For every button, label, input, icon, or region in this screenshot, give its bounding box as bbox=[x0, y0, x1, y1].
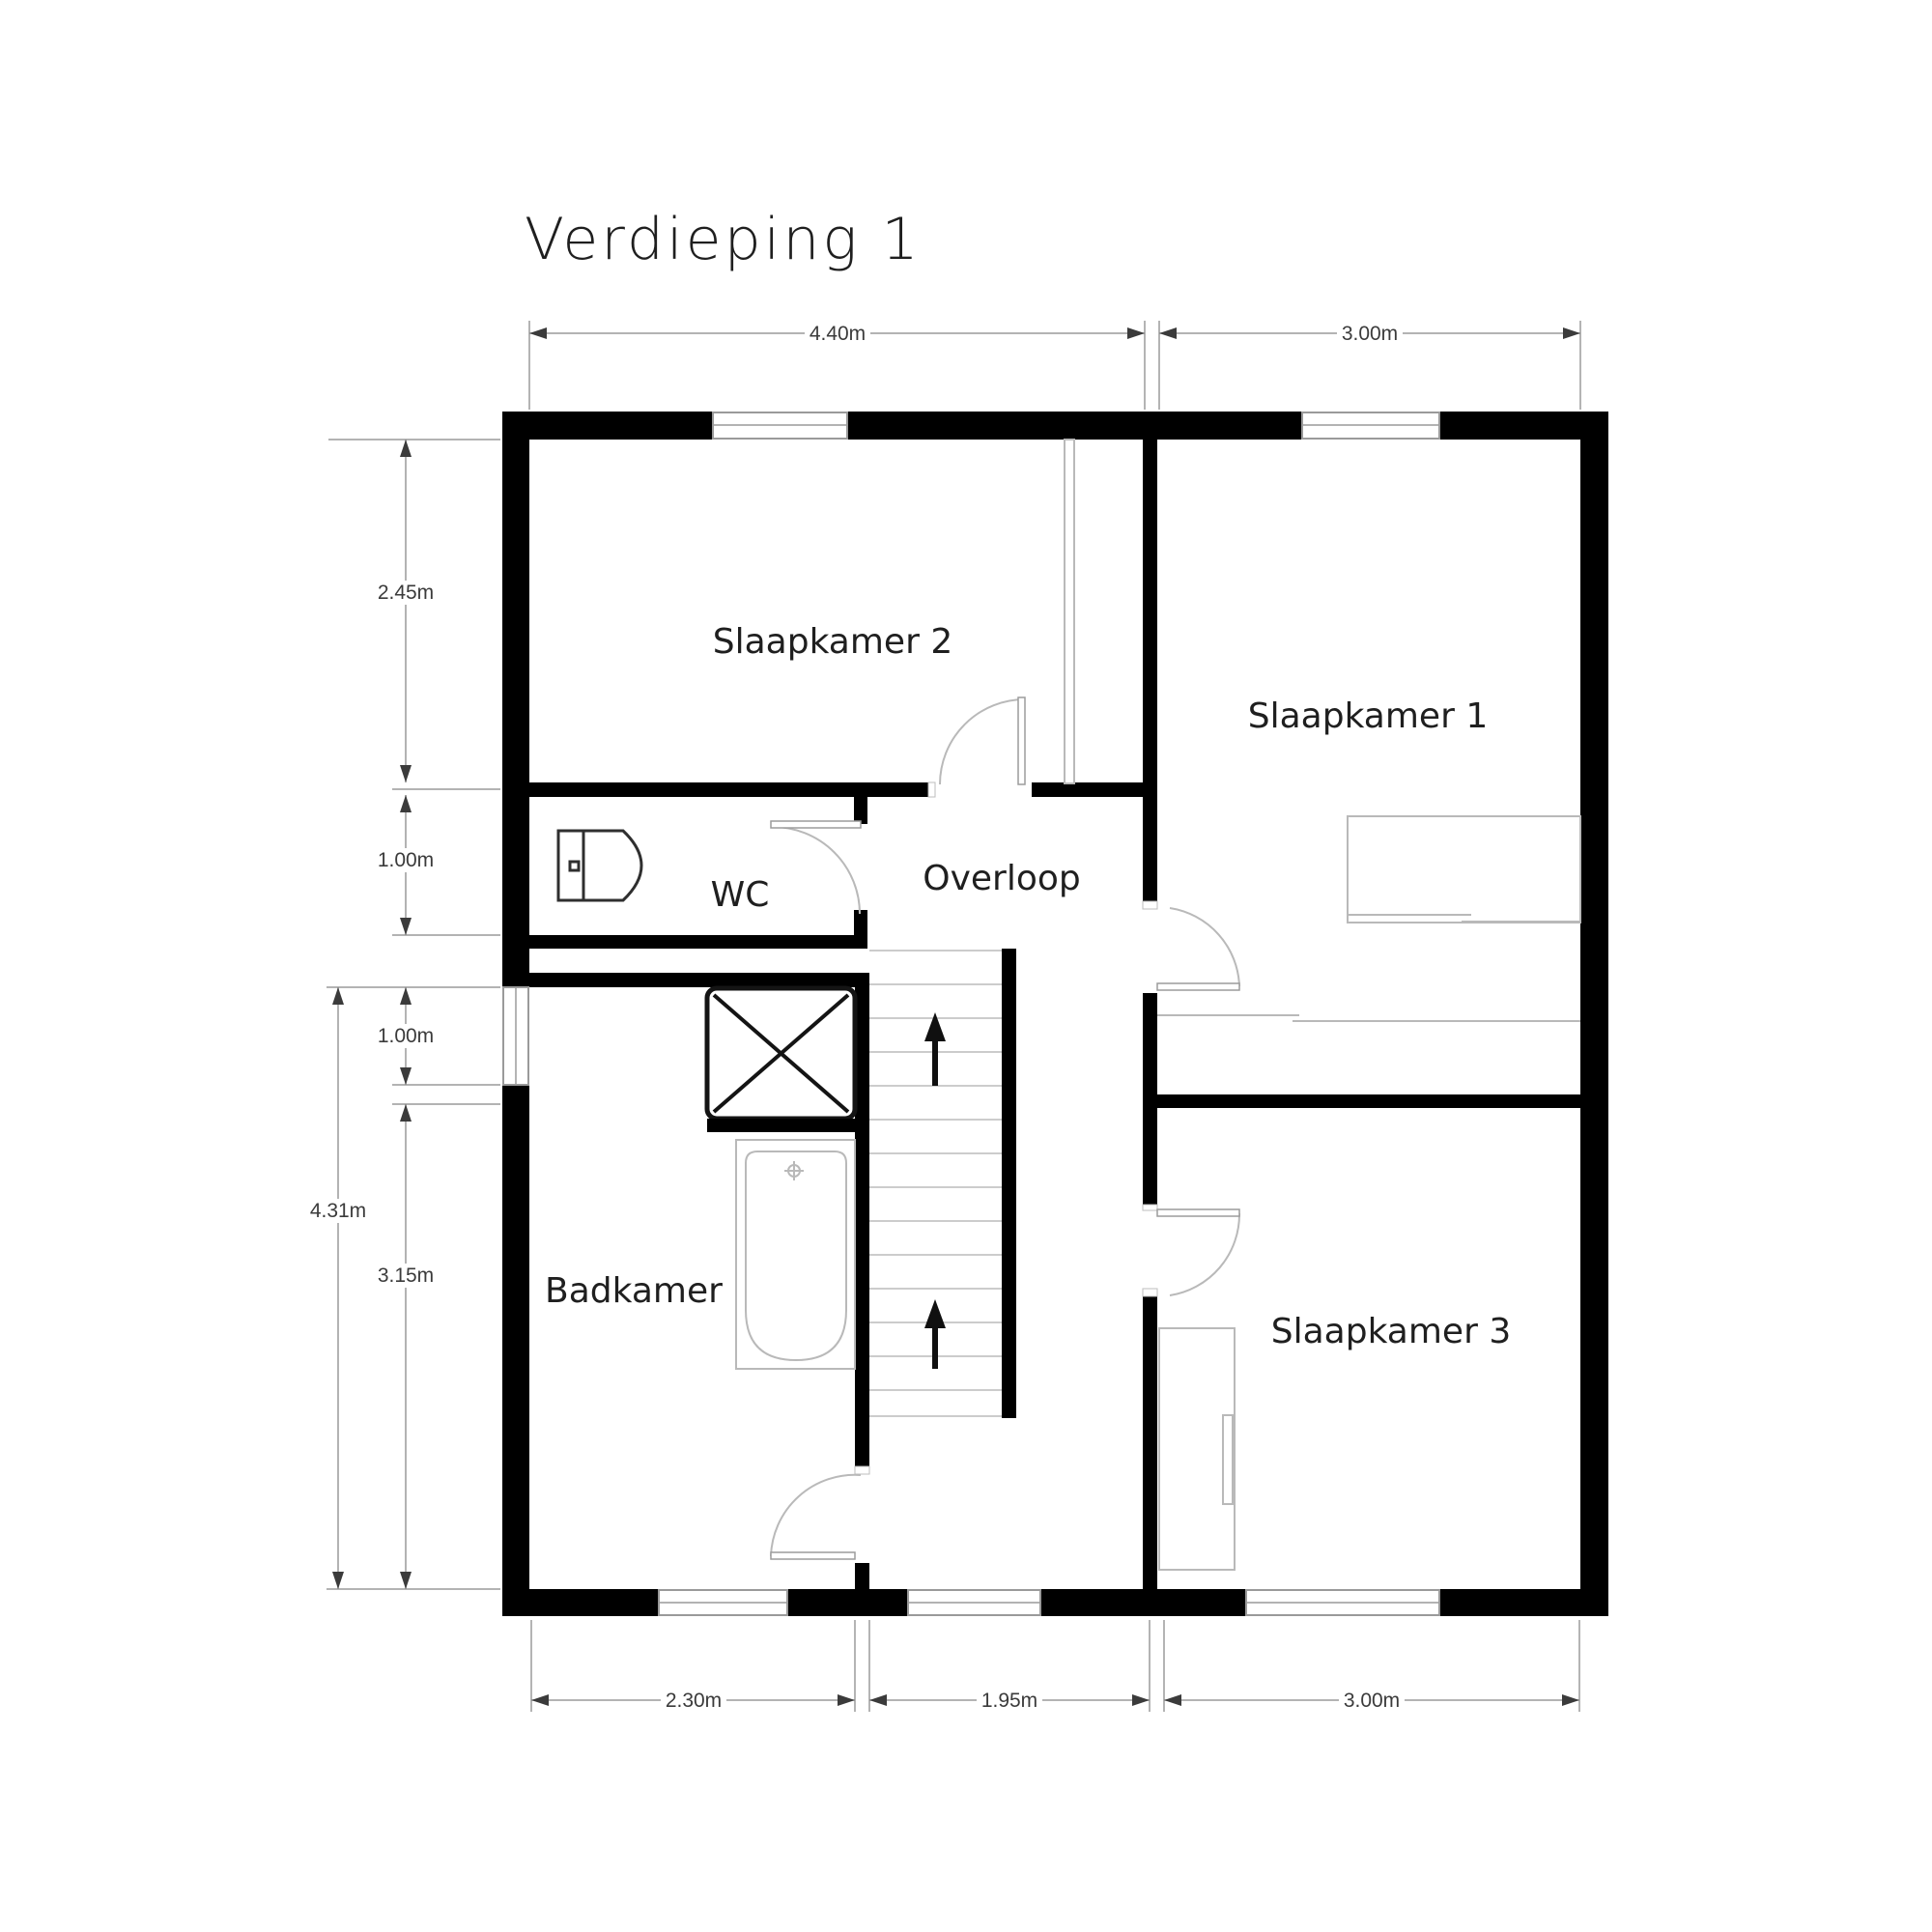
door-leaf bbox=[1156, 982, 1240, 991]
wall-left-segment bbox=[502, 412, 529, 987]
windows bbox=[502, 412, 1440, 1616]
dimension-label: 1.00m bbox=[378, 849, 434, 871]
room-label-slaapkamer2: Slaapkamer 2 bbox=[713, 622, 952, 662]
wall-sk3-left bbox=[1143, 1295, 1157, 1589]
room-labels: Slaapkamer 2 Slaapkamer 1 WC Overloop Ba… bbox=[545, 622, 1511, 1351]
bathtub-icon bbox=[735, 1139, 856, 1370]
dimension-left-window: 1.00m bbox=[373, 987, 439, 1085]
wall-badkamer-stairs bbox=[855, 987, 869, 1466]
page-title: Verdieping 1 bbox=[525, 206, 922, 273]
wall-badkamer-stairs-stub bbox=[855, 1563, 869, 1589]
door-wc bbox=[770, 820, 862, 915]
interior-walls bbox=[529, 440, 1580, 1589]
room-label-wc: WC bbox=[711, 875, 770, 915]
dimension-label: 3.00m bbox=[1342, 323, 1398, 345]
slaapkamer1-floor-lines bbox=[1157, 1014, 1580, 1022]
dimension-label: 3.00m bbox=[1344, 1690, 1400, 1712]
door-leaf bbox=[770, 820, 862, 829]
wall-sk2-sk1 bbox=[1143, 440, 1157, 901]
window-badkamer-left bbox=[502, 986, 529, 1086]
door-slaapkamer1 bbox=[1142, 900, 1240, 991]
door-badkamer bbox=[770, 1465, 870, 1560]
door-swing-arc bbox=[1169, 907, 1240, 987]
dimension-label: 1.95m bbox=[981, 1690, 1037, 1712]
door-swing-arc bbox=[939, 698, 1026, 785]
dimension-left-badkamer: 3.15m bbox=[373, 1104, 439, 1589]
dimensions: 4.40m 3.00m 2.45m 1.00m bbox=[305, 321, 1581, 1713]
stairs bbox=[869, 950, 1002, 1417]
dimension-label: 3.15m bbox=[378, 1264, 434, 1287]
exterior-walls bbox=[502, 412, 1608, 1616]
doors bbox=[770, 696, 1241, 1560]
dimension-label: 2.30m bbox=[666, 1690, 722, 1712]
wall-left-segment bbox=[502, 1085, 529, 1616]
wall-sk2-south bbox=[529, 782, 935, 797]
dimension-left-slaapkamer2: 2.45m bbox=[373, 440, 439, 782]
door-slaapkamer3 bbox=[1142, 1204, 1241, 1297]
door-swing-arc bbox=[770, 1473, 862, 1557]
window-badkamer-bottom bbox=[658, 1589, 788, 1616]
room-label-slaapkamer3: Slaapkamer 3 bbox=[1271, 1312, 1511, 1351]
wall-stairs-east bbox=[1002, 949, 1016, 1418]
dimension-left-wc: 1.00m bbox=[373, 795, 439, 935]
wall-badkamer-north bbox=[529, 973, 869, 987]
shower-icon bbox=[704, 985, 858, 1132]
dimension-top-left: 4.40m bbox=[529, 322, 1145, 346]
wall-sk1-sk3 bbox=[1156, 1094, 1580, 1108]
slaapkamer2-partition bbox=[1064, 439, 1075, 784]
dimension-label: 1.00m bbox=[378, 1025, 434, 1047]
wall-wc-east-stub bbox=[854, 910, 867, 935]
wall-overloop-stub bbox=[1143, 993, 1157, 1205]
door-leaf bbox=[770, 1551, 856, 1560]
dimension-left-total: 4.31m bbox=[305, 987, 371, 1589]
wall-right-segment bbox=[1580, 412, 1608, 1616]
stairs-up-arrow-icon bbox=[924, 1299, 946, 1369]
door-leaf bbox=[1017, 696, 1026, 785]
wall-bottom-segment bbox=[787, 1589, 908, 1616]
stair-treads bbox=[869, 950, 1002, 1417]
wall-sk2-south bbox=[1032, 782, 1143, 797]
room-label-badkamer: Badkamer bbox=[545, 1271, 723, 1311]
dimension-top-right: 3.00m bbox=[1159, 322, 1580, 346]
wall-top-segment bbox=[502, 412, 713, 440]
door-swing-arc bbox=[772, 826, 861, 915]
window-slaapkamer2-top bbox=[712, 412, 848, 440]
room-label-slaapkamer1: Slaapkamer 1 bbox=[1248, 696, 1488, 736]
wall-wc-east-stub bbox=[854, 797, 867, 824]
window-slaapkamer3-bottom bbox=[1245, 1589, 1440, 1616]
wardrobe-icon bbox=[1347, 815, 1581, 923]
wall-bottom-segment bbox=[1040, 1589, 1246, 1616]
dimension-bottom-stairs: 1.95m bbox=[869, 1689, 1150, 1713]
door-leaf bbox=[1156, 1208, 1240, 1217]
wall-top-segment bbox=[847, 412, 1302, 440]
door-swing-arc bbox=[1169, 1212, 1241, 1296]
stairs-up-arrow-icon bbox=[924, 1012, 946, 1086]
dimension-label: 2.45m bbox=[378, 582, 434, 604]
door-slaapkamer2 bbox=[927, 696, 1026, 798]
dimension-label: 4.40m bbox=[810, 323, 866, 345]
window-landing-bottom bbox=[907, 1589, 1041, 1616]
fixtures bbox=[556, 439, 1581, 1571]
dimension-bottom-badkamer: 2.30m bbox=[531, 1689, 855, 1713]
wall-top-segment bbox=[1439, 412, 1608, 440]
dimension-bottom-slaapkamer3: 3.00m bbox=[1164, 1689, 1579, 1713]
toilet-icon bbox=[556, 829, 643, 902]
wall-bottom-segment bbox=[1439, 1589, 1608, 1616]
closet-icon bbox=[1158, 1327, 1236, 1571]
room-label-overloop: Overloop bbox=[923, 859, 1081, 898]
window-slaapkamer1-top bbox=[1301, 412, 1440, 440]
faucet-icon bbox=[784, 1161, 804, 1180]
wall-wc-south bbox=[529, 935, 867, 949]
dimension-label: 4.31m bbox=[310, 1200, 366, 1222]
